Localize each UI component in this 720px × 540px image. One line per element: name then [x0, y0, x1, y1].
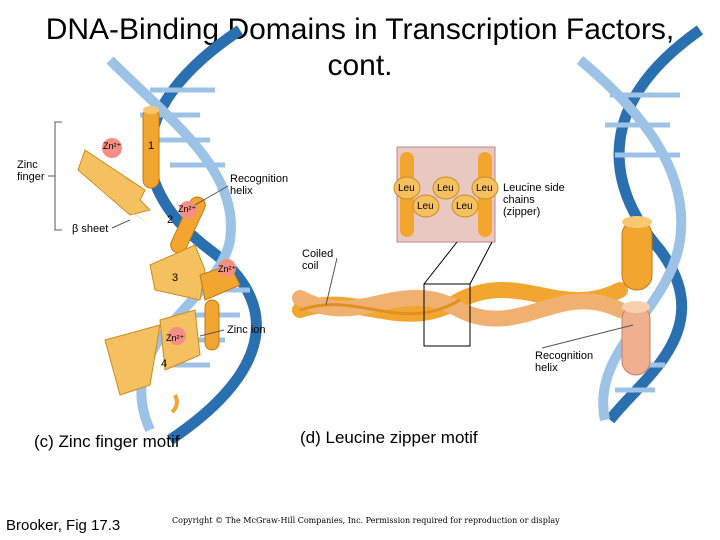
leu-label-4: Leu [417, 201, 434, 212]
zinc-finger-annotation-lines [48, 121, 229, 337]
zn-label-2: Zn²⁺ [178, 204, 197, 214]
leu-label-2: Leu [437, 183, 454, 194]
finger-number-3: 3 [172, 272, 179, 284]
finger-number-2: 2 [167, 214, 174, 226]
figure-citation: Brooker, Fig 17.3 [6, 517, 121, 534]
right-dna-helix [576, 25, 704, 424]
leu-label-5: Leu [456, 201, 473, 212]
zoom-indicator [325, 241, 634, 349]
zinc-finger-protein [77, 106, 241, 414]
leucine-side-chains-label: Leucine side chains (zipper) [503, 182, 565, 218]
zn-label-1: Zn²⁺ [103, 141, 122, 151]
title-line-1: DNA-Binding Domains in Transcription Fac… [45, 13, 675, 46]
recognition-helix-label: Recognition helix [230, 173, 289, 197]
leucine-zipper-inset [393, 146, 499, 243]
finger-number-4: 4 [161, 358, 168, 370]
leu-label-3: Leu [476, 183, 493, 194]
zinc-finger-caption: (c) Zinc finger motif [34, 432, 180, 451]
copyright-notice: Copyright © The McGraw-Hill Companies, I… [172, 516, 560, 525]
beta-sheet-label: β sheet [72, 223, 109, 235]
slide-title: DNA-Binding Domains in Transcription Fac… [0, 12, 720, 84]
finger-number-1: 1 [148, 140, 155, 152]
zinc-ion-label: Zinc ion [227, 324, 266, 336]
title-line-2: cont. [327, 49, 393, 82]
leucine-zipper-caption: (d) Leucine zipper motif [300, 428, 478, 447]
zn-label-3: Zn²⁺ [218, 264, 237, 274]
zinc-finger-label: Zinc finger [17, 159, 45, 183]
zn-label-4: Zn²⁺ [166, 333, 185, 343]
coiled-coil-label: Coiled coil [302, 248, 334, 272]
zipper-recognition-helices [621, 216, 653, 376]
coiled-coil [292, 282, 628, 327]
zipper-recognition-helix-label: Recognition helix [535, 350, 594, 374]
leu-label-1: Leu [398, 183, 415, 194]
